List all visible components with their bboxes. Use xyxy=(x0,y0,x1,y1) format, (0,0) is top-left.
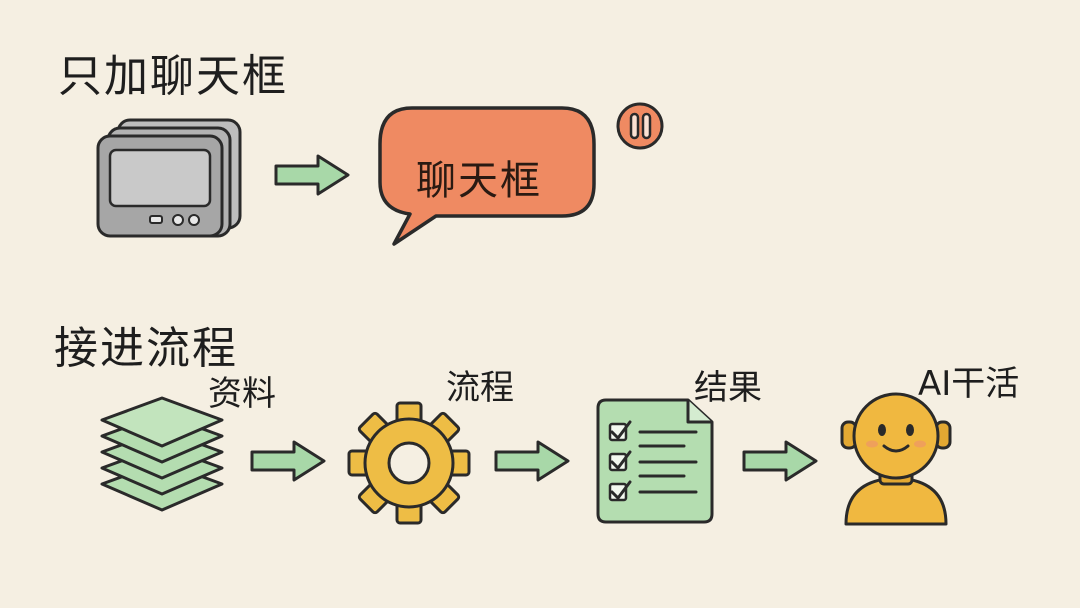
document-stack-icon xyxy=(92,392,232,522)
robot-icon xyxy=(832,388,960,532)
pause-badge-icon xyxy=(612,100,670,152)
gear-icon xyxy=(344,398,474,528)
arrow-right-icon xyxy=(492,436,572,486)
checklist-icon xyxy=(588,394,720,528)
arrow-right-icon xyxy=(272,150,352,200)
arrow-right-icon xyxy=(740,436,820,486)
chat-bubble-label: 聊天框 xyxy=(416,148,542,206)
arrow-right-icon xyxy=(248,436,328,486)
section-title-chat-only: 只加聊天框 xyxy=(58,40,288,104)
stacked-devices-icon xyxy=(90,112,250,242)
